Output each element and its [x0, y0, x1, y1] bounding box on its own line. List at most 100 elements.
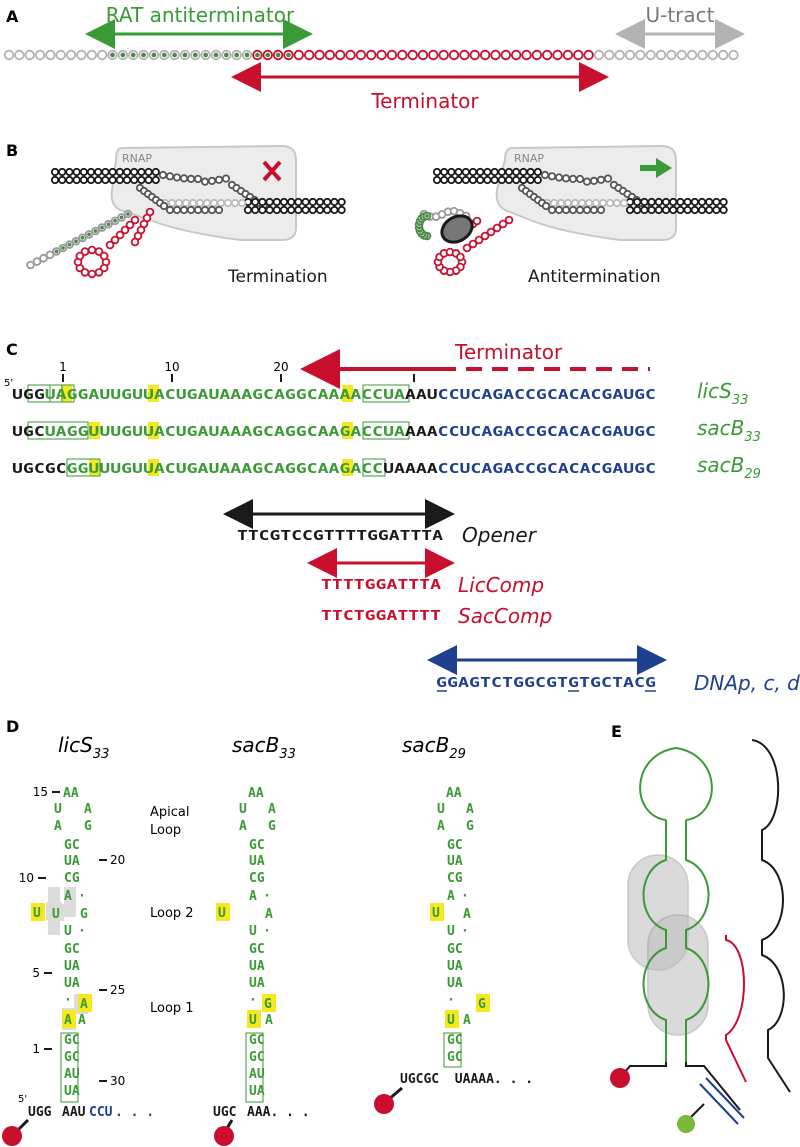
svg-text:G: G [466, 819, 474, 834]
svg-text:GC: GC [249, 1033, 265, 1048]
svg-text:GC: GC [447, 942, 463, 957]
svg-text:CG: CG [64, 871, 80, 886]
svg-text:UA: UA [447, 976, 463, 991]
rna-chain [3, 49, 739, 61]
panel-b-label: B [6, 141, 18, 160]
svg-text:AU: AU [249, 1067, 265, 1082]
svg-text:U: U [447, 1013, 455, 1028]
panel-b: B RNAP Termination RNAP Antitermination [6, 141, 728, 287]
s1-right: AAU [62, 1105, 86, 1120]
svg-text:·: · [78, 924, 86, 939]
svg-text:A: A [84, 802, 92, 817]
svg-text:U: U [249, 1013, 257, 1028]
loop2-label: Loop 2 [150, 906, 194, 921]
arrow-right-icon [640, 158, 672, 178]
svg-text:A: A [437, 819, 445, 834]
rat-label: RAT antiterminator [106, 3, 295, 27]
svg-text:G: G [478, 997, 486, 1012]
s3-line: UGCGC UAAAA. . . [400, 1072, 533, 1087]
panel-e: E [610, 722, 791, 1133]
s2-right: AAA. . . [247, 1105, 310, 1120]
svg-text:A: A [249, 889, 257, 904]
svg-text:GC: GC [447, 1033, 463, 1048]
svg-text:·: · [249, 993, 257, 1008]
panel-c-label: C [6, 340, 18, 359]
svg-text:A: A [64, 1013, 72, 1028]
rnap-left-label: RNAP [122, 152, 152, 165]
svg-text:·: · [447, 993, 455, 1008]
num-15: 15 [33, 785, 48, 799]
anchor-dot-1 [2, 1126, 22, 1146]
liccomp-seq: TTTTGGATTTA [321, 577, 441, 593]
termination-label: Termination [227, 267, 328, 287]
svg-text:UA: UA [249, 1084, 265, 1099]
tick-20: 20 [273, 360, 288, 374]
svg-text:AA: AA [63, 786, 79, 801]
svg-text:UA: UA [64, 959, 80, 974]
terminator-label-c: Terminator [454, 340, 563, 364]
anchor-dot-e [610, 1068, 630, 1088]
tick-1: 1 [59, 360, 67, 374]
svg-text:U: U [52, 907, 60, 922]
svg-text:A: A [463, 1013, 471, 1028]
svg-text:GC: GC [64, 1033, 80, 1048]
svg-text:GC: GC [64, 1050, 80, 1065]
svg-text:G: G [80, 907, 88, 922]
stem-sacB33: AA U A A G GC UA CG A· A U· GC UA UA · A… [239, 786, 276, 1099]
panel-a-label: A [6, 7, 19, 26]
panel-d: D licS33 sacB33 sacB29 15 20 10 5 25 1 3… [2, 717, 533, 1146]
num-5: 5 [32, 966, 40, 980]
svg-text:UA: UA [447, 959, 463, 974]
svg-text:·: · [461, 889, 469, 904]
svg-text:U: U [432, 906, 440, 921]
s2-left: UGC [213, 1105, 236, 1120]
dnap-seq: GGAGTCTGGCGTGTGCTACG [436, 675, 656, 691]
stem-sacB29: AA U A A G GC UA CG A· A U· GC UA UA · A… [437, 786, 474, 1065]
termination-complex [26, 167, 346, 279]
rnap-right [495, 144, 677, 241]
svg-text:CG: CG [249, 871, 265, 886]
svg-text:U: U [447, 924, 455, 939]
svg-text:AA: AA [446, 786, 462, 801]
s1-dots: . . . [115, 1105, 154, 1120]
num-20: 20 [110, 853, 125, 867]
svg-text:UA: UA [249, 959, 265, 974]
label-licS33: licS33 [697, 379, 748, 408]
svg-text:·: · [263, 889, 271, 904]
svg-text:GC: GC [447, 838, 463, 853]
label-sacB33: sacB33 [697, 416, 761, 445]
svg-text:U: U [218, 906, 226, 921]
opener-seq: TTCGTCCGTTTTGGATTTA [237, 528, 443, 544]
svg-text:·: · [78, 889, 86, 904]
protein-blob [440, 214, 474, 244]
red-bracket [725, 935, 747, 1083]
five-prime-c: 5' [4, 378, 13, 389]
svg-text:U: U [33, 906, 41, 921]
anchor-dot-2 [214, 1126, 234, 1146]
svg-text:GC: GC [64, 838, 80, 853]
svg-text:UA: UA [64, 854, 80, 869]
svg-text:A: A [268, 802, 276, 817]
svg-text:U: U [54, 802, 62, 817]
svg-text:U: U [239, 802, 247, 817]
svg-text:UA: UA [64, 1084, 80, 1099]
panel-a: A RAT antiterminator U-tract Terminator [3, 3, 745, 113]
svg-text:G: G [264, 997, 272, 1012]
green-dot-e [677, 1115, 695, 1133]
panel-d-label: D [6, 717, 19, 736]
liccomp-label: LicComp [458, 573, 544, 597]
x-icon [262, 160, 282, 182]
svg-text:A: A [239, 819, 247, 834]
svg-text:GC: GC [249, 838, 265, 853]
num-10: 10 [19, 871, 34, 885]
svg-text:·: · [64, 993, 72, 1008]
saccomp-label: SacComp [458, 604, 552, 628]
saccomp-seq: TTCTGGATTTT [321, 608, 441, 624]
svg-text:AA: AA [248, 786, 264, 801]
s1-left: UGG [28, 1105, 52, 1120]
svg-text:UA: UA [249, 854, 265, 869]
svg-text:A: A [265, 907, 273, 922]
